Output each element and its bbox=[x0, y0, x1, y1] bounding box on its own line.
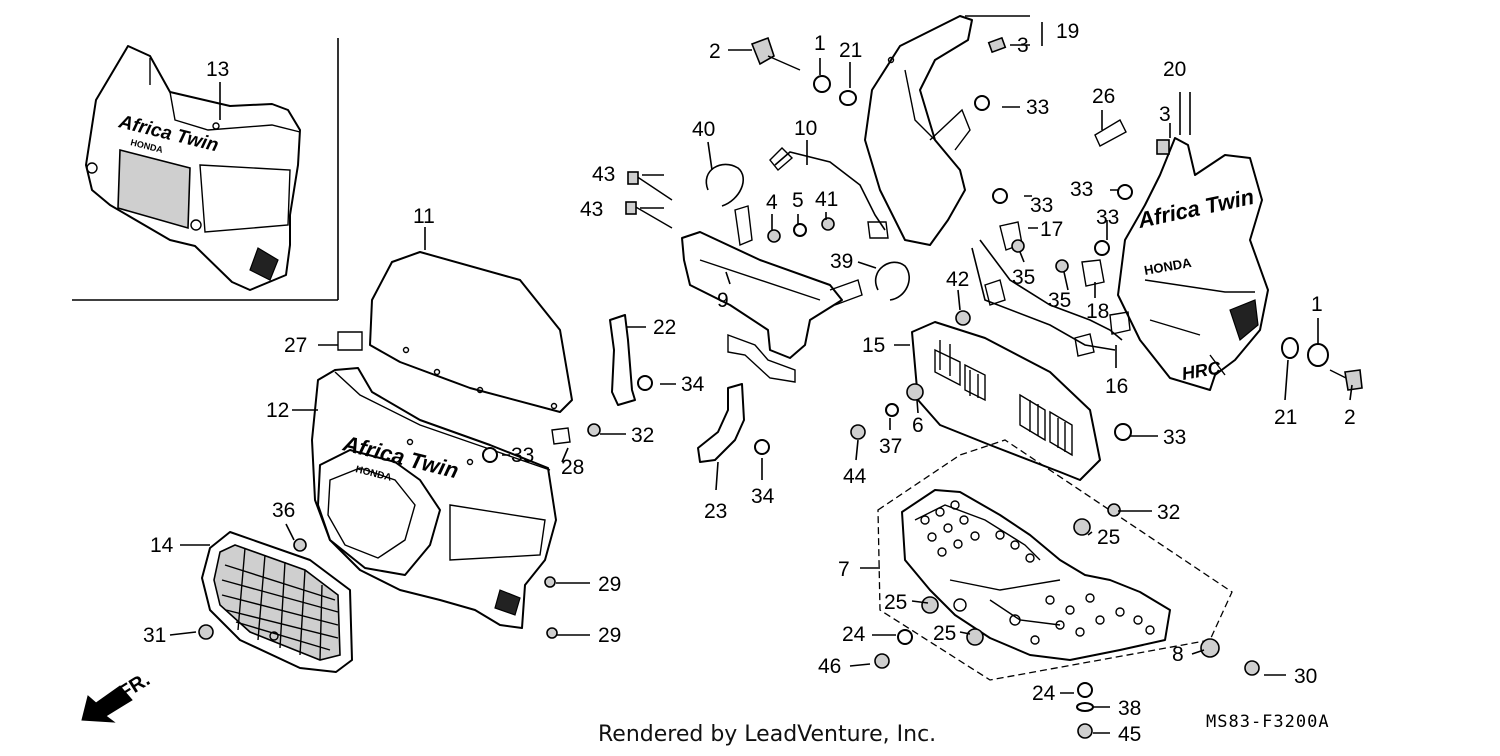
callout-14: 14 bbox=[150, 534, 174, 557]
callout-29-b: 29 bbox=[598, 624, 621, 647]
bracket-22 bbox=[609, 314, 636, 406]
callout-30: 30 bbox=[1294, 665, 1317, 688]
diagram-code: MS83-F3200A bbox=[1206, 712, 1330, 732]
callout-3: 3 bbox=[1017, 34, 1029, 57]
callout-1-right: 1 bbox=[1311, 293, 1323, 316]
callout-44: 44 bbox=[843, 465, 867, 488]
fasteners bbox=[198, 36, 1363, 739]
callout-42: 42 bbox=[946, 268, 969, 291]
callout-11: 11 bbox=[413, 205, 435, 228]
callout-labels: 2 1 21 3 19 13 40 10 33 26 20 3 43 43 4 … bbox=[143, 20, 1356, 746]
inner-panel-right bbox=[864, 15, 973, 246]
leader-lines bbox=[169, 15, 1353, 734]
callout-5: 5 bbox=[792, 189, 804, 212]
callout-4: 4 bbox=[766, 191, 778, 214]
callout-35-b: 35 bbox=[1048, 289, 1071, 312]
cowl-stay bbox=[681, 205, 863, 383]
callout-33: 33 bbox=[1026, 96, 1049, 119]
callout-17: 17 bbox=[1040, 218, 1063, 241]
callout-31: 31 bbox=[143, 624, 166, 647]
callout-10: 10 bbox=[794, 117, 817, 140]
headlight-lens bbox=[201, 531, 353, 673]
under-cover bbox=[911, 321, 1101, 481]
callout-32-b: 32 bbox=[1157, 501, 1180, 524]
callout-33-e: 33 bbox=[1163, 426, 1186, 449]
decal-28 bbox=[551, 427, 571, 445]
callout-2-right: 2 bbox=[1344, 406, 1356, 429]
callout-37: 37 bbox=[879, 435, 902, 458]
callout-18: 18 bbox=[1086, 300, 1109, 323]
inset-frame bbox=[72, 38, 339, 301]
callout-43-lower: 43 bbox=[580, 198, 603, 221]
callout-21: 21 bbox=[839, 39, 862, 62]
callout-21-right: 21 bbox=[1274, 406, 1297, 429]
callout-46: 46 bbox=[818, 655, 841, 678]
callout-38: 38 bbox=[1118, 697, 1141, 720]
render-credit: Rendered by LeadVenture, Inc. bbox=[598, 722, 937, 747]
stay-wire bbox=[769, 147, 889, 239]
skid-plate-outline bbox=[877, 439, 1233, 681]
callout-25: 25 bbox=[1097, 526, 1120, 549]
decal-27 bbox=[337, 331, 363, 351]
callout-23: 23 bbox=[704, 500, 727, 523]
callout-43: 43 bbox=[592, 163, 615, 186]
bracket-23 bbox=[697, 383, 745, 463]
upper-cowl-inset: Africa Twin HONDA bbox=[85, 45, 301, 291]
callout-22: 22 bbox=[653, 316, 676, 339]
callout-28: 28 bbox=[561, 456, 584, 479]
front-cowl: Africa Twin HONDA bbox=[311, 367, 557, 629]
skid-plate bbox=[901, 489, 1171, 661]
side-cowl: Africa Twin HONDA HRC bbox=[1117, 137, 1269, 391]
callout-25-c: 25 bbox=[933, 622, 956, 645]
callout-3-right: 3 bbox=[1159, 103, 1171, 126]
windscreen bbox=[369, 251, 573, 413]
callout-20: 20 bbox=[1163, 58, 1186, 81]
callout-16: 16 bbox=[1105, 375, 1128, 398]
callout-26: 26 bbox=[1092, 85, 1115, 108]
callout-7: 7 bbox=[838, 558, 850, 581]
decal-26 bbox=[1094, 119, 1127, 147]
callout-12: 12 bbox=[266, 399, 289, 422]
callout-1: 1 bbox=[814, 32, 826, 55]
callout-6: 6 bbox=[912, 414, 924, 437]
front-direction-arrow: FR. bbox=[81, 669, 154, 723]
callout-36: 36 bbox=[272, 499, 295, 522]
callout-9: 9 bbox=[717, 289, 729, 312]
callout-24-b: 24 bbox=[1032, 682, 1056, 705]
clamp-39 bbox=[875, 261, 910, 301]
callout-29: 29 bbox=[598, 573, 621, 596]
callout-35: 35 bbox=[1012, 266, 1035, 289]
stay-wire-lower bbox=[971, 239, 1131, 357]
callout-2: 2 bbox=[709, 40, 721, 63]
callout-33-c: 33 bbox=[1096, 206, 1119, 229]
callout-33-b: 33 bbox=[1070, 178, 1093, 201]
callout-33-d: 33 bbox=[1030, 194, 1053, 217]
callout-45: 45 bbox=[1118, 723, 1141, 746]
callout-33-f: 33 bbox=[511, 444, 534, 467]
callout-24: 24 bbox=[842, 623, 866, 646]
callout-13: 13 bbox=[206, 58, 229, 81]
clamp-40 bbox=[705, 163, 744, 207]
callout-8: 8 bbox=[1172, 643, 1184, 666]
callout-34-b: 34 bbox=[751, 485, 775, 508]
callout-19: 19 bbox=[1056, 20, 1079, 43]
clip-18 bbox=[1081, 259, 1105, 287]
callout-40: 40 bbox=[692, 118, 715, 141]
callout-15: 15 bbox=[862, 334, 885, 357]
callout-41: 41 bbox=[815, 188, 838, 211]
callout-27: 27 bbox=[284, 334, 307, 357]
callout-32: 32 bbox=[631, 424, 654, 447]
callout-34: 34 bbox=[681, 373, 705, 396]
callout-39: 39 bbox=[830, 250, 853, 273]
callout-25-b: 25 bbox=[884, 591, 907, 614]
